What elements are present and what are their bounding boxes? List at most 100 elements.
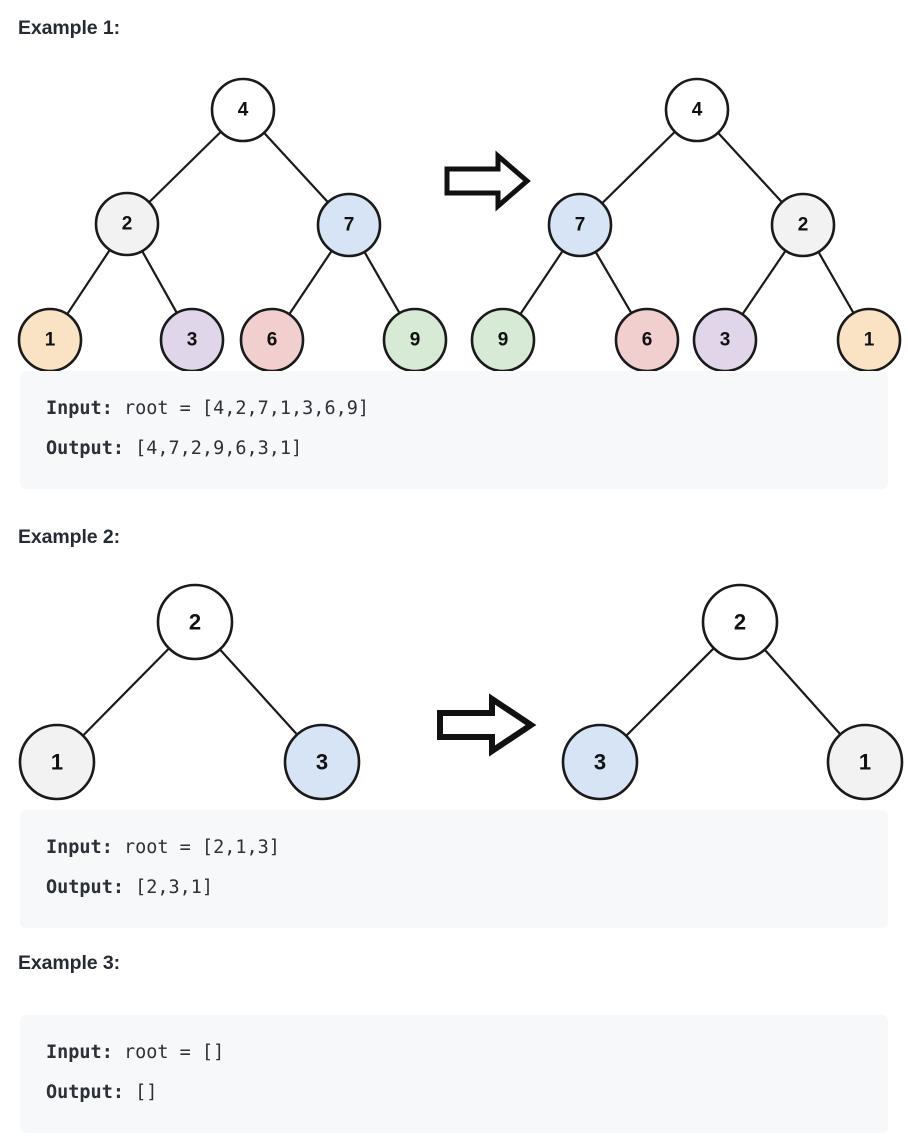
example-2-figure: 2 1 3 2 3 1 <box>0 565 908 810</box>
tree-node-label: 3 <box>720 330 731 351</box>
example-1-tree-diagram: 4 2 7 1 3 6 9 4 7 2 9 6 3 1 <box>17 77 902 371</box>
example-2-code-block: Input: root = [2,1,3] Output: [2,3,1] <box>20 810 888 928</box>
tree-node-circle <box>17 307 83 371</box>
tree-node-circle <box>561 723 639 801</box>
example-1-input-line: Input: root = [4,2,7,1,3,6,9] <box>46 389 888 429</box>
tree-nodes-group: 2 1 3 2 3 1 <box>18 583 904 801</box>
example-2-tree-diagram: 2 1 3 2 3 1 <box>18 583 904 801</box>
tree-node-circle <box>547 192 613 258</box>
input-label: Input: <box>46 398 113 419</box>
output-label: Output: <box>46 877 124 898</box>
tree-edge <box>717 132 783 203</box>
tree-node-circle <box>316 192 382 258</box>
tree-node-label: 3 <box>187 330 198 351</box>
tree-node-label: 2 <box>734 610 746 635</box>
tree-node-label: 3 <box>594 750 606 775</box>
tree-node: 4 <box>664 77 730 143</box>
output-label: Output: <box>46 438 124 459</box>
input-label: Input: <box>46 1042 113 1063</box>
tree-edge <box>82 647 170 737</box>
tree-node-circle <box>826 723 904 801</box>
tree-node-circle <box>283 723 361 801</box>
input-value: root = [] <box>112 1042 225 1063</box>
tree-node-circle <box>664 77 730 143</box>
tree-node: 2 <box>701 583 779 661</box>
tree-node: 3 <box>159 307 225 371</box>
tree-edge <box>263 132 329 203</box>
tree-node: 1 <box>826 723 904 801</box>
tree-node-circle <box>614 307 680 371</box>
tree-edge <box>817 251 855 314</box>
example-1-code-block: Input: root = [4,2,7,1,3,6,9] Output: [4… <box>20 371 888 489</box>
tree-node-label: 9 <box>498 330 509 351</box>
tree-node-label: 4 <box>692 100 703 121</box>
tree-node: 6 <box>614 307 680 371</box>
example-3-input-line: Input: root = [] <box>46 1033 888 1073</box>
tree-node-label: 7 <box>344 215 355 236</box>
tree-edge <box>363 251 401 314</box>
tree-edge <box>148 130 222 204</box>
tree-node: 1 <box>836 307 902 371</box>
example-2-heading: Example 2: <box>18 526 120 548</box>
tree-edge <box>141 250 178 314</box>
example-3-heading: Example 3: <box>18 952 120 974</box>
tree-node: 2 <box>156 583 234 661</box>
input-value: root = [4,2,7,1,3,6,9] <box>112 398 370 419</box>
tree-node: 1 <box>18 723 96 801</box>
tree-node-label: 1 <box>859 750 871 775</box>
example-2-output-line: Output: [2,3,1] <box>46 868 888 908</box>
tree-node-label: 2 <box>189 610 201 635</box>
tree-edge <box>601 130 676 205</box>
tree-edge <box>219 648 298 736</box>
tree-node: 2 <box>770 192 836 258</box>
tree-node: 9 <box>382 307 448 371</box>
tree-node-circle <box>94 191 160 257</box>
example-1-heading: Example 1: <box>18 17 120 39</box>
tree-node-label: 7 <box>575 215 586 236</box>
example-3-code-block: Input: root = [] Output: [] <box>20 1015 888 1133</box>
tree-node: 3 <box>692 307 758 371</box>
example-1-output-line: Output: [4,7,2,9,6,3,1] <box>46 429 888 469</box>
tree-node-circle <box>701 583 779 661</box>
tree-node: 7 <box>316 192 382 258</box>
tree-node-label: 9 <box>410 330 421 351</box>
tree-edge <box>288 250 333 315</box>
tree-node: 9 <box>470 307 536 371</box>
tree-edge <box>741 250 787 315</box>
tree-node-circle <box>18 723 96 801</box>
tree-edge <box>763 648 842 736</box>
tree-node-label: 3 <box>316 750 328 775</box>
tree-nodes-group: 4 2 7 1 3 6 9 4 7 2 9 6 3 1 <box>17 77 902 371</box>
tree-node-label: 2 <box>798 215 809 236</box>
tree-node-label: 1 <box>51 750 63 775</box>
output-value: [4,7,2,9,6,3,1] <box>123 438 303 459</box>
tree-edge <box>66 249 111 315</box>
tree-node-circle <box>470 307 536 371</box>
example-2-input-line: Input: root = [2,1,3] <box>46 828 888 868</box>
tree-node: 3 <box>561 723 639 801</box>
tree-node-label: 6 <box>267 330 278 351</box>
input-value: root = [2,1,3] <box>112 837 280 858</box>
tree-node-label: 1 <box>45 330 56 351</box>
tree-node: 4 <box>210 77 276 143</box>
tree-node-circle <box>692 307 758 371</box>
tree-edges-group <box>82 647 842 737</box>
tree-node-label: 4 <box>238 100 249 121</box>
tree-edge <box>519 250 564 315</box>
output-value: [2,3,1] <box>123 877 214 898</box>
tree-node-circle <box>156 583 234 661</box>
tree-node: 1 <box>17 307 83 371</box>
tree-node: 7 <box>547 192 613 258</box>
tree-node: 3 <box>283 723 361 801</box>
tree-edge <box>625 647 715 737</box>
right-arrow-icon <box>444 150 531 212</box>
tree-node-circle <box>770 192 836 258</box>
tree-node-circle <box>210 77 276 143</box>
output-label: Output: <box>46 1082 124 1103</box>
tree-node-label: 1 <box>864 330 875 351</box>
tree-node-label: 2 <box>122 214 133 235</box>
tree-node-circle <box>159 307 225 371</box>
tree-node-circle <box>382 307 448 371</box>
tree-node-circle <box>836 307 902 371</box>
